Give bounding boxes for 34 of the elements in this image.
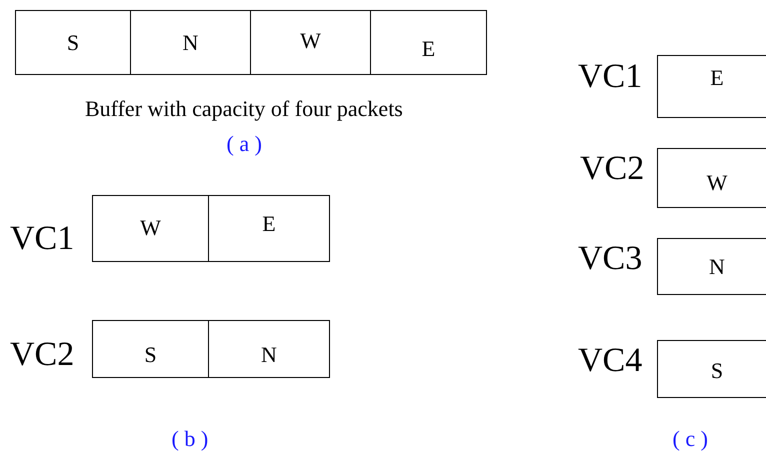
buffer-caption: Buffer with capacity of four packets <box>85 98 403 120</box>
packet-label: N <box>260 343 278 367</box>
buffer-slot <box>15 10 131 75</box>
buffer-slot <box>657 238 766 295</box>
packet-label: N <box>182 31 200 55</box>
buffer-slot <box>657 55 766 118</box>
buffer-slot <box>657 148 766 208</box>
packet-label: N <box>708 255 726 279</box>
packet-label: E <box>709 66 725 90</box>
packet-label: E <box>261 212 277 236</box>
panel-label: ( b ) <box>172 428 208 450</box>
buffer-slot <box>657 340 766 398</box>
buffer-slot <box>250 10 371 75</box>
vc-label: VC1 <box>578 60 642 94</box>
panel-label: ( a ) <box>226 133 262 155</box>
packet-label: S <box>143 343 158 367</box>
vc-label: VC2 <box>10 338 74 372</box>
packet-label: W <box>139 216 162 240</box>
panel-label: ( c ) <box>672 428 708 450</box>
packet-label: E <box>420 37 436 61</box>
buffer-slot <box>370 10 487 75</box>
vc-label: VC4 <box>578 344 642 378</box>
buffer-slot <box>208 195 330 262</box>
vc-label: VC1 <box>10 222 74 256</box>
packet-label: S <box>710 359 724 383</box>
vc-label: VC3 <box>578 242 642 276</box>
buffer-slot <box>92 320 209 378</box>
packet-label: S <box>66 31 80 55</box>
buffer-slot <box>208 320 330 378</box>
buffer-slot <box>92 195 209 262</box>
packet-label: W <box>299 29 322 53</box>
packet-label: W <box>706 171 728 195</box>
buffer-slot <box>130 10 251 75</box>
vc-label: VC2 <box>580 152 644 186</box>
